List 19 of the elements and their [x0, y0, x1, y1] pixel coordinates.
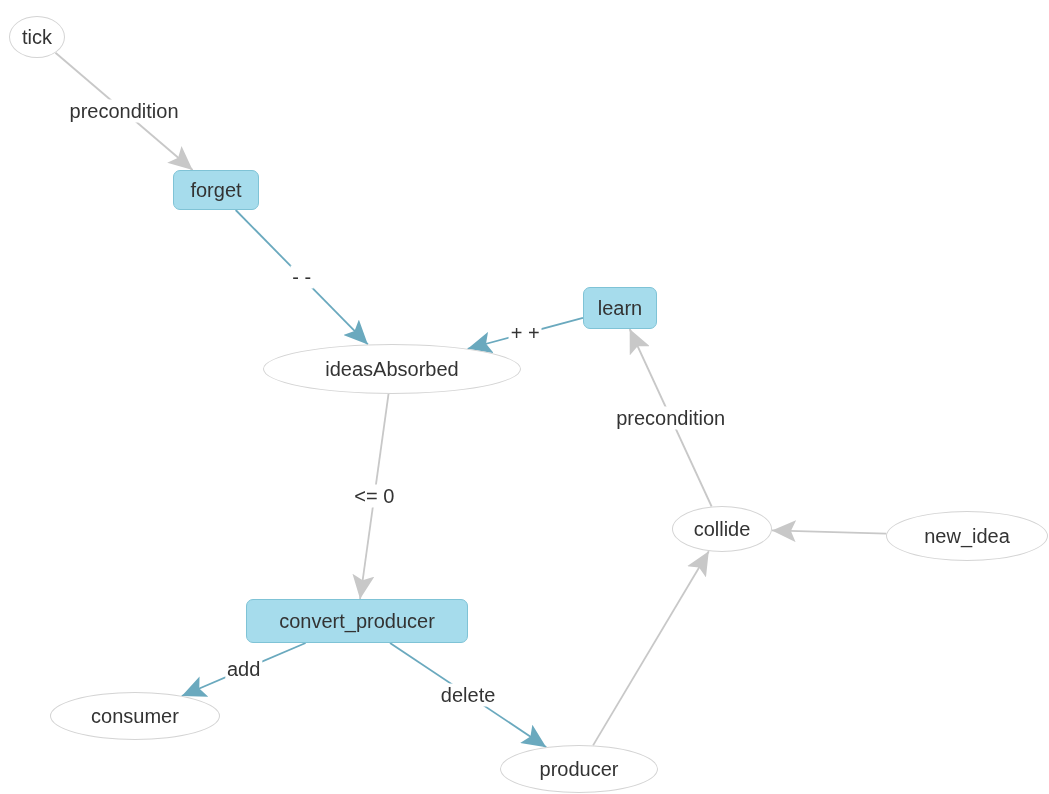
state-ellipse: collide: [672, 506, 772, 552]
state-ellipse: ideasAbsorbed: [263, 344, 521, 394]
arrow: [234, 209, 369, 346]
edge-label: add: [225, 657, 263, 681]
arrow: [771, 520, 888, 543]
process-box: learn: [583, 287, 657, 329]
state-ellipse: tick: [9, 16, 65, 58]
edge-label: - -: [290, 265, 314, 289]
edge-label: <= 0: [352, 485, 397, 508]
process-box: forget: [173, 170, 259, 210]
arrow: [628, 328, 713, 508]
state-ellipse: new_idea: [886, 511, 1048, 561]
arrow: [592, 550, 710, 747]
state-ellipse: producer: [500, 745, 658, 793]
edge-label: delete: [438, 683, 498, 707]
edge-label: precondition: [67, 99, 181, 123]
process-box: convert_producer: [246, 599, 468, 643]
arrow: [352, 393, 390, 600]
state-ellipse: consumer: [50, 692, 220, 740]
